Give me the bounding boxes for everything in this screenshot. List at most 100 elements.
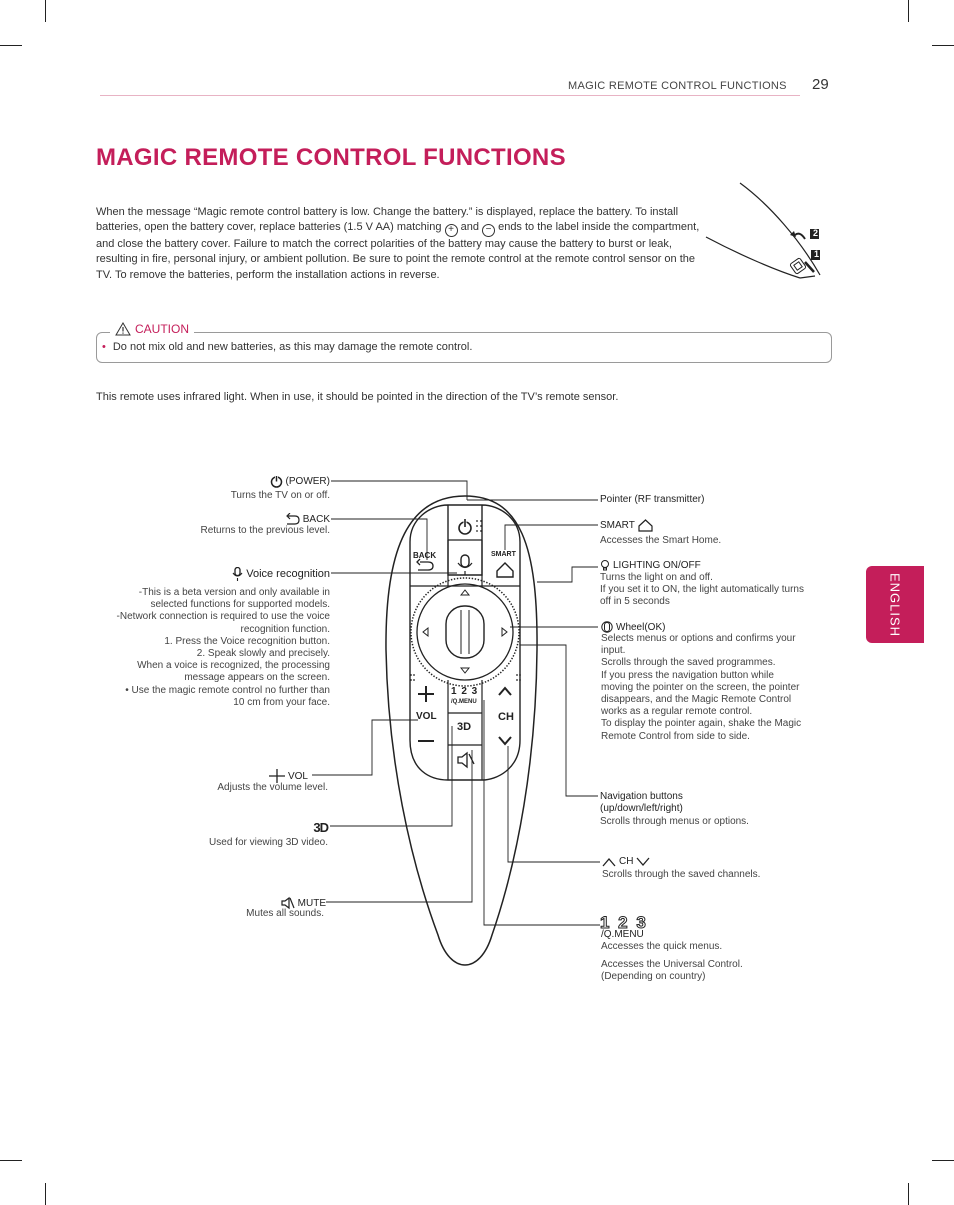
mute-desc: Mutes all sounds.	[246, 908, 324, 919]
wheel-line: disappears, and the Magic Remote Control	[601, 694, 792, 706]
back-name: BACK	[302, 513, 330, 525]
remote-smart-label: SMART	[491, 551, 516, 558]
vol-plus-minus-icon	[268, 769, 285, 783]
battery-step-2: 2	[812, 228, 818, 238]
wheel-icon	[601, 621, 613, 633]
crop-mark	[932, 1160, 954, 1161]
lighting-label: LIGHTING ON/OFF	[600, 559, 701, 571]
qmenu-label: /Q.MENU	[601, 929, 644, 940]
voice-line: 1. Press the Voice recognition button.	[164, 635, 330, 647]
lighting-line: If you set it to ON, the light automatic…	[600, 584, 804, 596]
crop-mark	[45, 1183, 46, 1205]
lighting-line: off in 5 seconds	[600, 596, 670, 608]
crop-mark	[0, 1160, 22, 1161]
remote-panel	[409, 504, 521, 781]
intro-text-1: When the message “Magic remote control b…	[96, 206, 679, 234]
crop-mark	[932, 45, 954, 46]
wheel-line: works as a regular remote control.	[601, 706, 753, 718]
voice-line: recognition function.	[240, 623, 330, 635]
lighting-name: LIGHTING ON/OFF	[613, 559, 701, 571]
header-rule	[100, 95, 800, 96]
power-name: (POWER)	[285, 476, 330, 487]
chevron-down-icon	[636, 857, 650, 866]
power-label: (POWER)	[270, 475, 330, 488]
ch-desc: Scrolls through the saved channels.	[602, 869, 761, 880]
voice-line: • Use the magic remote control no furthe…	[125, 684, 330, 696]
navigation-label: Navigation buttons (up/down/left/right)	[600, 791, 683, 815]
navigation-name-2: (up/down/left/right)	[600, 803, 683, 814]
3d-desc: Used for viewing 3D video.	[209, 837, 328, 848]
wheel-ok	[445, 605, 485, 659]
qmenu-desc: Accesses the quick menus.	[601, 941, 723, 952]
power-desc: Turns the TV on or off.	[230, 490, 330, 501]
3d-label: 3D	[313, 820, 329, 835]
crop-mark	[908, 0, 909, 22]
minus-icon: −	[482, 224, 496, 238]
wheel-line: To display the pointer again, shake the …	[601, 718, 802, 730]
vol-name: VOL	[287, 770, 308, 782]
language-tab: ENGLISH	[866, 566, 924, 643]
navigation-name: Navigation buttons	[600, 791, 683, 802]
ch-label: CH	[602, 856, 650, 867]
language-tab-label: ENGLISH	[887, 572, 903, 637]
voice-line: -This is a beta version and only availab…	[138, 587, 330, 598]
crop-mark	[908, 1183, 909, 1205]
battery-step-1: 1	[813, 249, 819, 259]
vol-desc: Adjusts the volume level.	[217, 782, 328, 793]
plus-icon: +	[444, 224, 458, 238]
voice-line: selected functions for supported models.	[150, 599, 330, 611]
ch-name: CH	[619, 856, 634, 867]
wheel-label: Wheel(OK)	[601, 621, 665, 633]
home-icon	[638, 519, 653, 532]
back-icon	[285, 513, 300, 525]
pointer-label: Pointer (RF transmitter)	[600, 494, 705, 505]
wheel-line: input.	[601, 645, 626, 657]
remote-3d-label: 3D	[457, 721, 472, 733]
caution-text: Do not mix old and new batteries, as thi…	[112, 341, 473, 353]
remote-123-label: 1 2 3	[451, 686, 479, 697]
chevron-up-icon	[602, 857, 616, 866]
remote-vol-label: VOL	[416, 711, 437, 722]
power-icon	[270, 475, 282, 488]
voice-desc: -This is a beta version and only availab…	[117, 587, 330, 709]
caution-item: •Do not mix old and new batteries, as th…	[102, 341, 473, 353]
page-number: 29	[812, 76, 829, 93]
qmenu-extra-2: (Depending on country)	[601, 971, 706, 982]
smart-label: SMART	[600, 519, 653, 532]
ir-note: This remote uses infrared light. When in…	[96, 391, 619, 403]
running-header: MAGIC REMOTE CONTROL FUNCTIONS	[568, 80, 787, 92]
mute-icon	[281, 896, 295, 910]
microphone-icon	[232, 567, 243, 581]
warning-icon	[115, 322, 131, 336]
voice-line: -Network connection is required to use t…	[116, 611, 330, 623]
crop-mark	[45, 0, 46, 22]
wheel-line: Remote Control from side to side.	[601, 730, 750, 742]
remote-ch-label: CH	[498, 711, 514, 723]
vol-label: VOL	[268, 769, 308, 783]
voice-label: Voice recognition	[232, 567, 330, 581]
wheel-line: Selects menus or options and confirms yo…	[601, 633, 796, 644]
back-desc: Returns to the previous level.	[200, 525, 330, 536]
back-label: BACK	[284, 513, 330, 525]
caution-box	[96, 332, 832, 363]
wheel-line: moving the pointer on the screen, the po…	[601, 681, 800, 693]
caution-label: CAUTION	[135, 322, 189, 336]
intro-and: and	[460, 221, 479, 234]
remote-back-label: BACK	[413, 551, 437, 560]
navigation-desc: Scrolls through menus or options.	[600, 816, 749, 827]
wheel-ring	[410, 577, 520, 687]
light-bulb-icon	[601, 560, 609, 571]
qmenu-digits: 1 2 3	[600, 913, 648, 933]
caution-heading: CAUTION	[110, 322, 194, 336]
qmenu-extra-1: Accesses the Universal Control.	[601, 959, 743, 970]
lighting-desc: Turns the light on and off. If you set i…	[600, 572, 804, 609]
intro-paragraph: When the message “Magic remote control b…	[96, 205, 708, 283]
voice-line: 10 cm from your face.	[233, 696, 330, 708]
voice-line: message appears on the screen.	[184, 672, 330, 684]
page-title: MAGIC REMOTE CONTROL FUNCTIONS	[96, 144, 566, 171]
lighting-line: Turns the light on and off.	[600, 572, 713, 583]
wheel-desc: Selects menus or options and confirms yo…	[601, 633, 801, 743]
voice-line: When a voice is recognized, the processi…	[137, 660, 330, 672]
smart-name: SMART	[600, 520, 635, 531]
wheel-line: If you press the navigation button while	[601, 669, 774, 681]
